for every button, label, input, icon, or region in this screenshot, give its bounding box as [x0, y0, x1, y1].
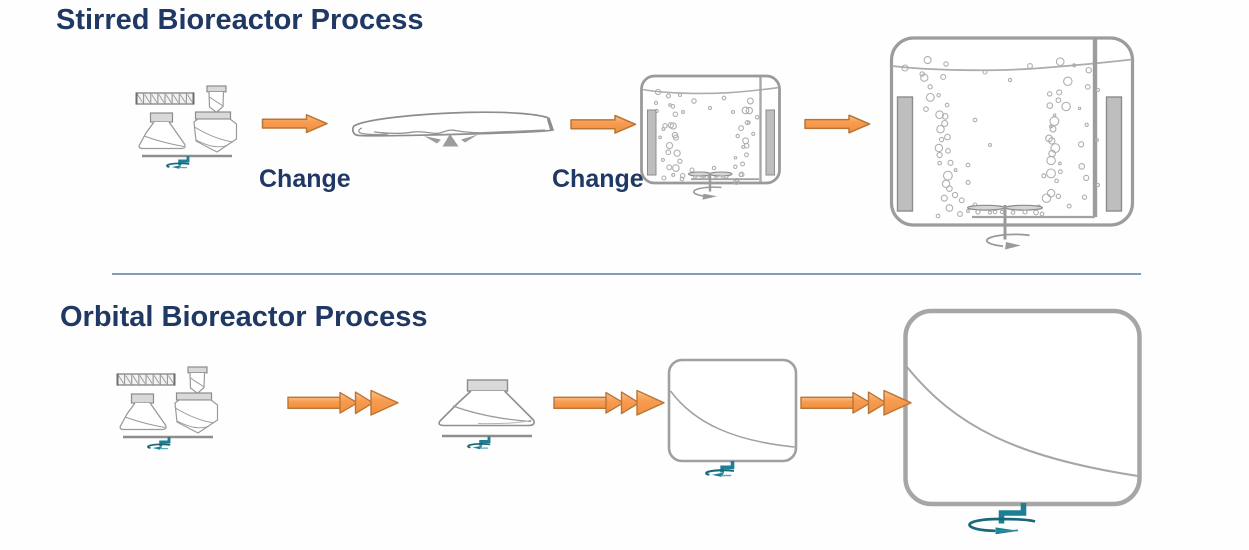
- svg-text:Change: Change: [259, 165, 351, 193]
- svg-text:Orbital Bioreactor Process: Orbital Bioreactor Process: [60, 301, 427, 333]
- svg-text:Stirred Bioreactor Process: Stirred Bioreactor Process: [56, 4, 423, 36]
- svg-text:Change: Change: [552, 165, 644, 193]
